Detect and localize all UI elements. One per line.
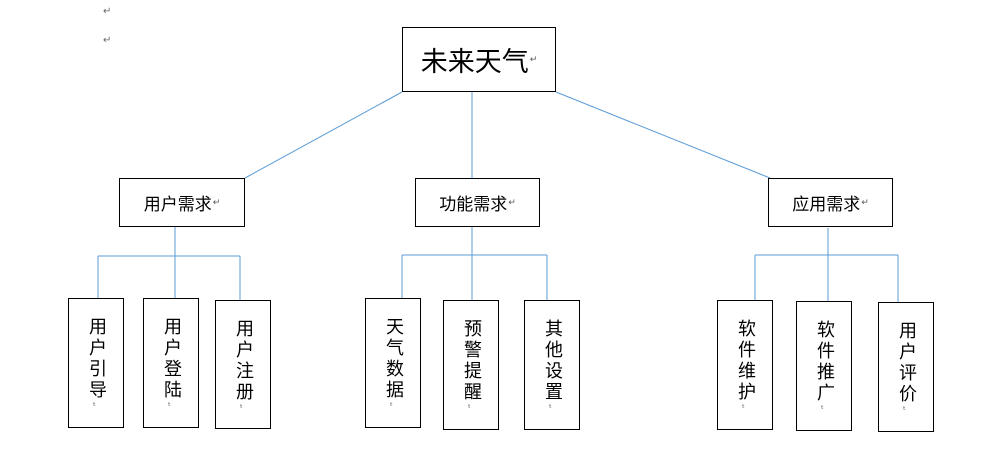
paragraph-mark: ↵ <box>861 197 869 208</box>
group-label: 用户需求 <box>143 195 212 215</box>
leaf-label: 用户评价ᵗ <box>896 321 917 416</box>
leaf-label: 其他设置ᵗ <box>542 319 563 414</box>
paragraph-mark: ↵ <box>103 6 112 17</box>
root-label: 未来天气 <box>420 47 529 78</box>
root-node: 未来天气↵ <box>402 27 556 92</box>
group-label: 应用需求 <box>792 195 861 215</box>
leaf-node: 预警提醒ᵗ <box>443 300 499 430</box>
leaf-label: 软件维护ᵗ <box>735 319 756 414</box>
paragraph-mark: ↵ <box>103 35 112 46</box>
leaf-node: 用户评价ᵗ <box>878 302 934 432</box>
leaf-node: 软件推广ᵗ <box>796 301 852 431</box>
leaf-node: 其他设置ᵗ <box>524 300 580 430</box>
leaf-node: 用户引导ᵗ <box>68 298 124 428</box>
leaf-label: 用户注册ᵗ <box>233 319 254 414</box>
leaf-label: 用户引导ᵗ <box>86 317 107 412</box>
leaf-node: 用户登陆ᵗ <box>143 298 199 428</box>
group-node-application: 应用需求↵ <box>768 178 893 227</box>
paragraph-mark: ↵ <box>529 54 538 65</box>
group-node-function: 功能需求↵ <box>415 178 540 227</box>
leaf-node: 用户注册ᵗ <box>215 300 271 429</box>
leaf-label: 软件推广ᵗ <box>814 320 835 415</box>
leaf-node: 天气数据ᵗ <box>365 298 421 428</box>
group-label: 功能需求 <box>439 195 508 215</box>
leaf-label: 用户登陆ᵗ <box>161 317 182 412</box>
leaf-node: 软件维护ᵗ <box>717 300 773 430</box>
paragraph-mark: ↵ <box>212 197 221 208</box>
paragraph-mark: ↵ <box>508 197 516 208</box>
group-node-user: 用户需求↵ <box>119 178 245 227</box>
leaf-label: 天气数据ᵗ <box>383 317 404 412</box>
leaf-label: 预警提醒ᵗ <box>461 319 482 414</box>
